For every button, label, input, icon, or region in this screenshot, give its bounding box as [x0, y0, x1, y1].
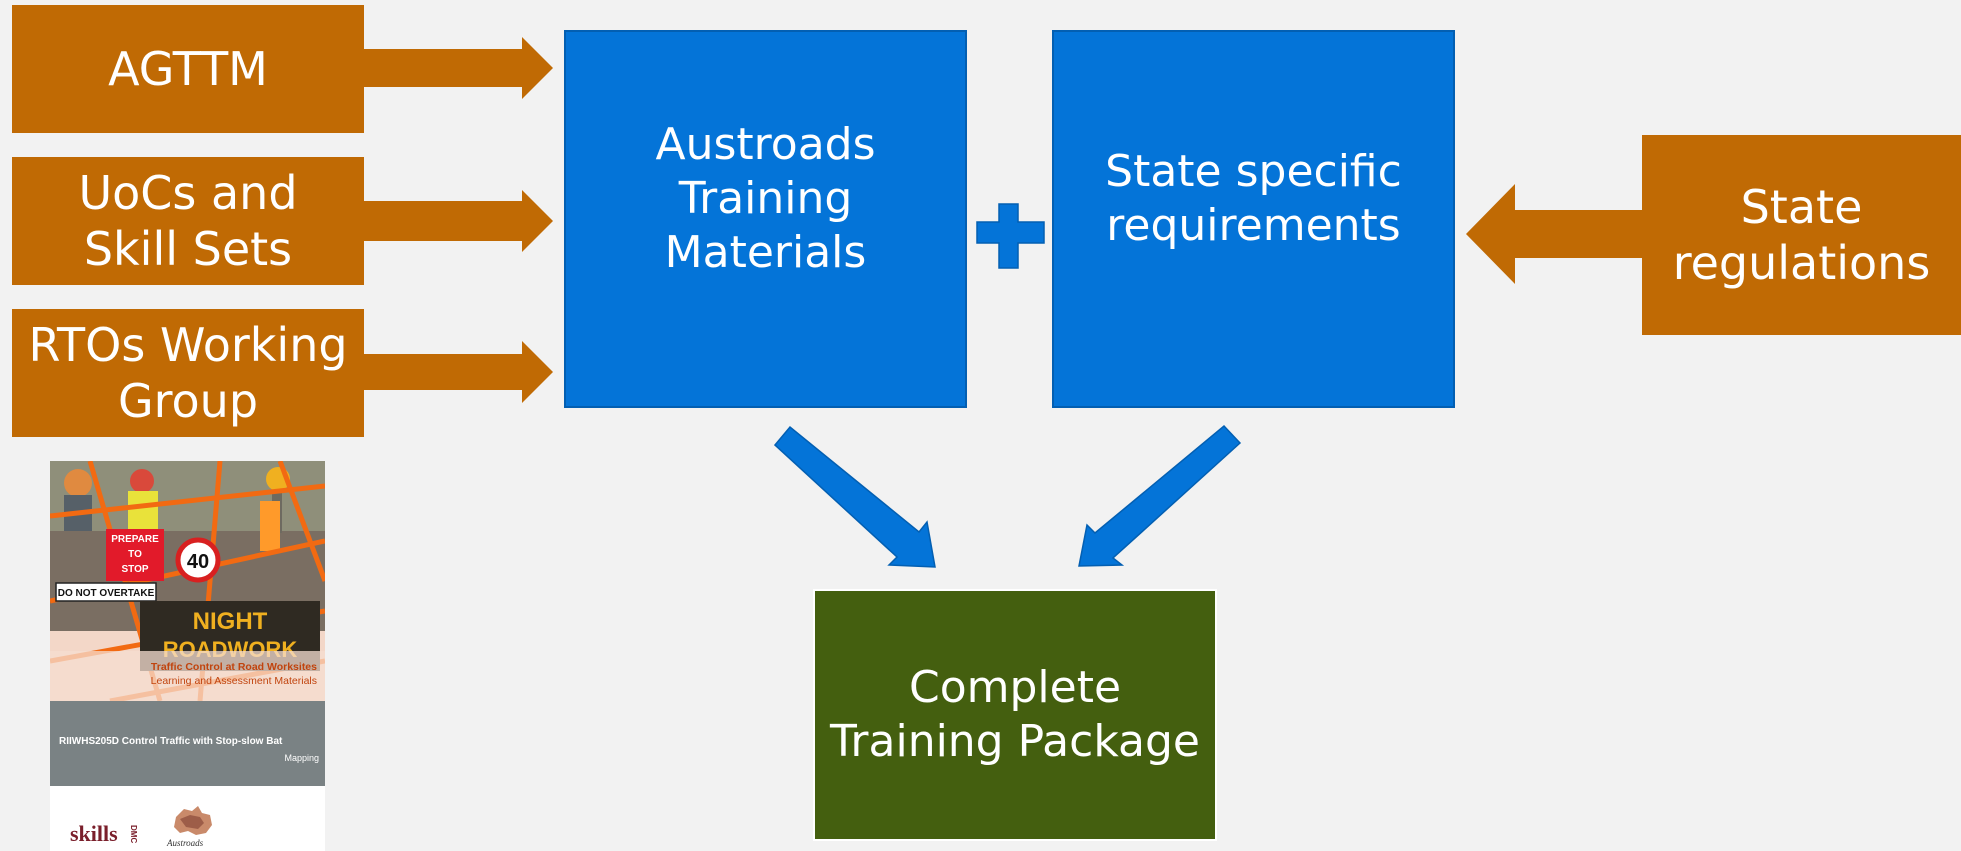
state-specific-label-line2: requirements: [1106, 200, 1401, 251]
state-specific-box: State specific requirements: [1052, 30, 1455, 408]
arrow-rtos: [360, 341, 553, 403]
skills-dmc-logo-mark: DMC: [129, 825, 138, 844]
cover-unit-code: RIIWHS205D Control Traffic with Stop-slo…: [59, 736, 283, 747]
sign-prepare-line2: TO: [128, 549, 142, 560]
arrow-state-regulations: [1466, 184, 1643, 284]
cover-subtitle: Learning and Assessment Materials: [150, 675, 317, 687]
arrow-agttm: [360, 37, 553, 99]
arrow-uocs: [360, 190, 553, 252]
state-regulations-box: State regulations: [1642, 135, 1961, 335]
sign-prepare-line1: PREPARE: [111, 534, 159, 545]
complete-package-label-line2: Training Package: [830, 716, 1200, 767]
austroads-label-line3: Materials: [664, 226, 867, 278]
complete-package-label-line1: Complete: [908, 662, 1122, 714]
rtos-label-line2: Group: [117, 374, 259, 428]
state-specific-label-line1: State specific: [1105, 146, 1402, 198]
austroads-logo: Austroads: [167, 838, 204, 848]
uocs-label-line1: UoCs and: [78, 165, 298, 220]
sign-overtake: DO NOT OVERTAKE: [58, 588, 155, 599]
austroads-materials-box: Austroads Training Materials: [564, 30, 967, 408]
arrow-austroads-to-package: [773, 425, 936, 568]
sign-speed: 40: [187, 551, 209, 573]
austroads-logo-icon: [174, 806, 212, 835]
plus-icon: [976, 203, 1045, 269]
uocs-box: UoCs and Skill Sets: [12, 157, 364, 285]
sign-prepare-line3: STOP: [121, 564, 148, 575]
arrow-state-to-package: [1078, 424, 1242, 567]
agttm-box: AGTTM: [12, 5, 364, 133]
sign-night: NIGHT: [193, 608, 268, 635]
cover-mapping-label: Mapping: [284, 753, 319, 763]
state-regulations-label-line1: State: [1740, 179, 1863, 234]
rtos-label-line1: RTOs Working: [28, 317, 348, 372]
austroads-label-line1: Austroads: [655, 119, 876, 171]
document-cover-thumbnail: PREPARE TO STOP 40 DO NOT OVERTAKE NIGHT…: [50, 461, 325, 851]
rtos-box: RTOs Working Group: [12, 309, 364, 437]
cover-title: Traffic Control at Road Worksites: [150, 661, 317, 673]
uocs-label-line2: Skill Sets: [83, 222, 293, 276]
complete-package-box: Complete Training Package: [813, 589, 1217, 841]
agttm-label: AGTTM: [108, 41, 268, 96]
cover-photo: PREPARE TO STOP 40 DO NOT OVERTAKE NIGHT…: [50, 461, 325, 701]
austroads-label-line2: Training: [678, 173, 853, 225]
skills-dmc-logo: skills: [70, 821, 118, 846]
cover-band: [50, 701, 325, 786]
state-regulations-label-line2: regulations: [1672, 236, 1931, 290]
